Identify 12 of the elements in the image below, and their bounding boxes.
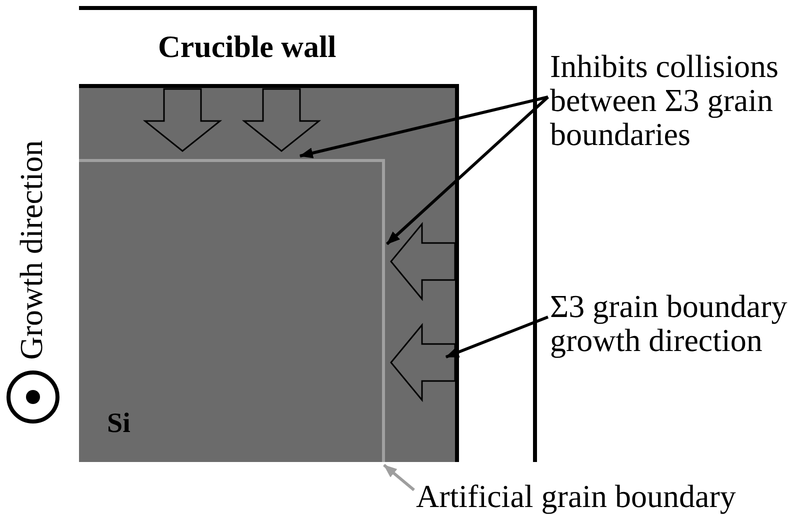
leader-line <box>299 96 548 158</box>
leader-line <box>445 316 549 358</box>
direction-label: Growth direction <box>14 140 48 360</box>
leader-line <box>383 464 415 492</box>
callout-text: Artificial grain boundary <box>416 479 736 513</box>
silicon-block <box>79 84 459 462</box>
callout-text: Σ3 grain boundary growth direction <box>550 289 790 357</box>
callout-text: Inhibits collisions between Σ3 grain boundaries <box>550 49 782 151</box>
grain-boundary-region <box>79 159 385 462</box>
wall-label: Crucible wall <box>158 30 336 64</box>
material-label: Si <box>107 409 130 439</box>
leader-line <box>386 96 550 246</box>
